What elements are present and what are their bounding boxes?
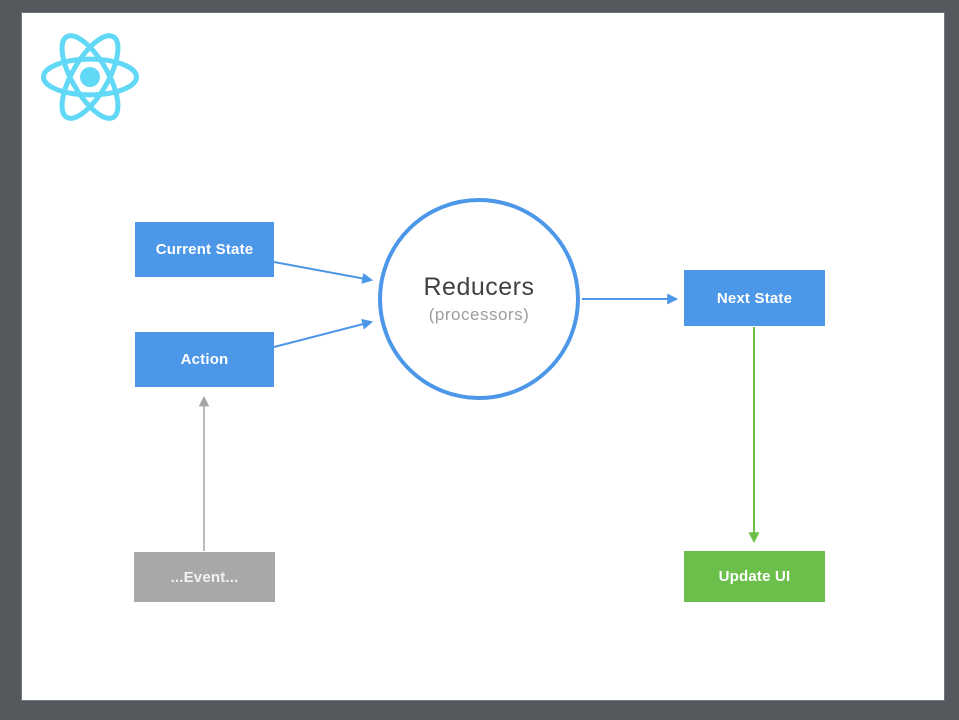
node-event: ...Event... bbox=[134, 552, 275, 602]
react-logo-icon bbox=[40, 33, 140, 121]
node-current-state-label: Current State bbox=[155, 241, 254, 258]
reducers-subtitle: (processors) bbox=[428, 305, 530, 324]
node-next-state: Next State bbox=[684, 270, 825, 326]
node-event-label: ...Event... bbox=[170, 568, 239, 586]
node-reducers-circle: Reducers (processors) bbox=[378, 198, 580, 400]
node-action-label: Action bbox=[180, 351, 229, 368]
reducers-title: Reducers bbox=[423, 273, 535, 301]
node-current-state: Current State bbox=[135, 222, 274, 277]
node-update-ui-label: Update UI bbox=[718, 568, 791, 585]
node-update-ui: Update UI bbox=[684, 551, 825, 602]
node-next-state-label: Next State bbox=[716, 289, 793, 307]
node-action: Action bbox=[135, 332, 274, 387]
